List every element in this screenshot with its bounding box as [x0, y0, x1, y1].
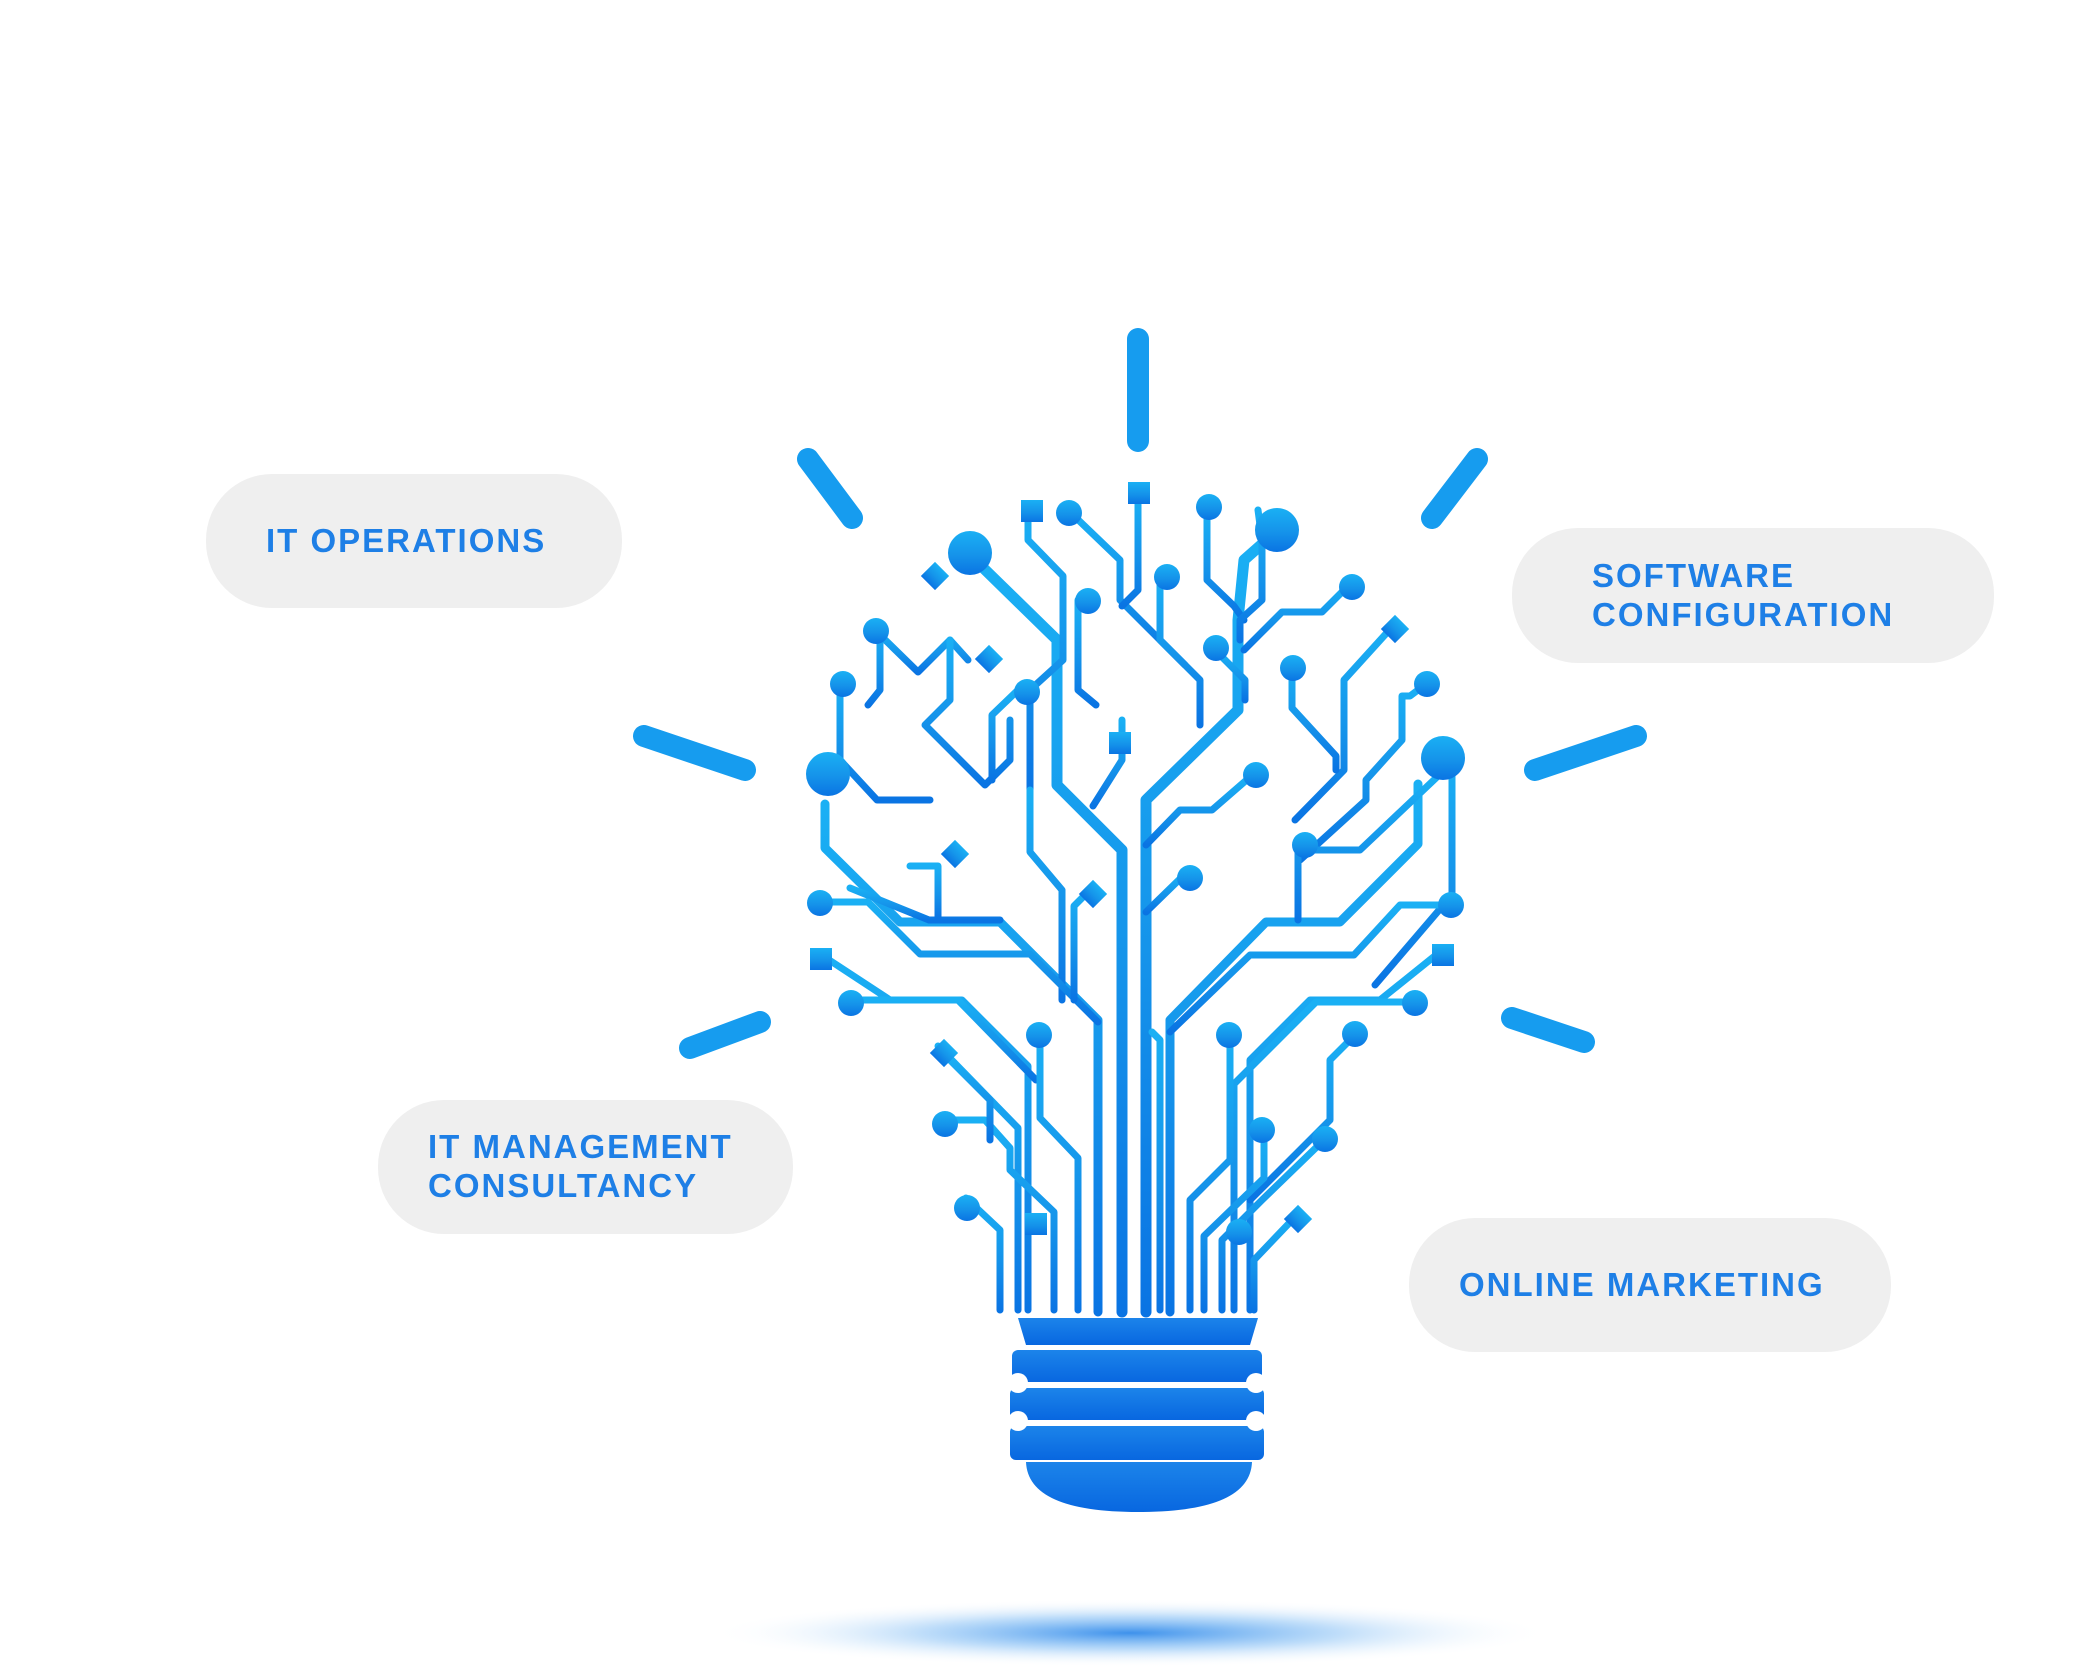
software-label-line2: CONFIGURATION — [1592, 595, 1895, 633]
itmc-label-line1: IT MANAGEMENT — [428, 1128, 733, 1166]
software-label-line1: SOFTWARE — [1592, 556, 1795, 594]
online-marketing-label: ONLINE MARKETING — [1459, 1265, 1825, 1303]
bulb-base — [1008, 1318, 1266, 1512]
light-rays — [633, 328, 1647, 1059]
online-marketing-pill: ONLINE MARKETING — [1409, 1218, 1891, 1352]
it-management-consultancy-pill: IT MANAGEMENT CONSULTANCY — [378, 1100, 793, 1234]
bulb-shadow — [710, 1599, 1550, 1667]
circuit-nodes — [806, 482, 1465, 1245]
it-operations-pill: IT OPERATIONS — [206, 474, 622, 608]
circuit-traces — [816, 492, 1456, 1318]
software-configuration-pill: SOFTWARE CONFIGURATION — [1512, 528, 1994, 663]
it-operations-label: IT OPERATIONS — [266, 521, 547, 559]
itmc-label-line2: CONSULTANCY — [428, 1167, 699, 1204]
